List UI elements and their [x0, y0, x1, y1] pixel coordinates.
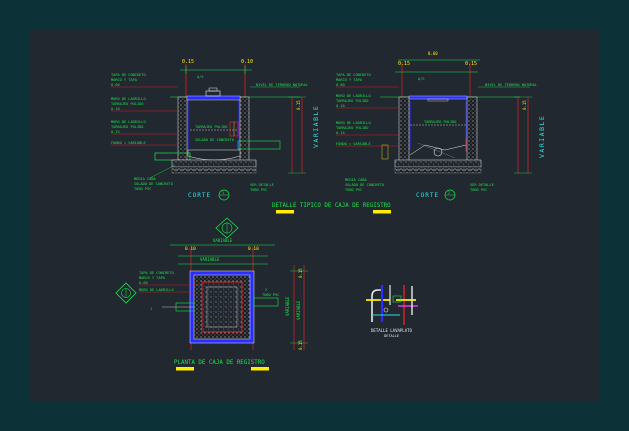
svg-text:TUBO PVC: TUBO PVC — [250, 188, 267, 192]
svg-text:MURO DE LADRILLO: MURO DE LADRILLO — [111, 120, 146, 124]
svg-text:0.15: 0.15 — [111, 130, 120, 134]
svg-text:0.15: 0.15 — [465, 61, 477, 67]
svg-text:TARRAJEO PULIDO: TARRAJEO PULIDO — [111, 125, 143, 129]
svg-text:FONDO = VARIABLE: FONDO = VARIABLE — [336, 142, 371, 146]
svg-text:VARIABLE: VARIABLE — [296, 300, 301, 320]
svg-text:MEDIA CAÑA: MEDIA CAÑA — [134, 176, 156, 181]
svg-text:MEDIA CAÑA: MEDIA CAÑA — [345, 177, 367, 182]
svg-text:0.10: 0.10 — [111, 107, 120, 111]
dim-top-left: 0.15 — [182, 59, 194, 65]
plan-view: VARIABLE 0.10 0.10 VARIABLE VARIABLE VAR… — [115, 217, 308, 350]
svg-text:0.15: 0.15 — [336, 131, 345, 135]
svg-text:MARCO Y TAPA: MARCO Y TAPA — [111, 78, 138, 82]
svg-text:VARIABLE: VARIABLE — [200, 257, 220, 262]
svg-text:0.10: 0.10 — [336, 104, 345, 108]
svg-text:A/S: A/S — [197, 75, 204, 79]
svg-text:VARIABLE: VARIABLE — [213, 238, 233, 243]
svg-text:SOLADO DE CONCRETO: SOLADO DE CONCRETO — [134, 182, 173, 186]
variable-label-right: VARIABLE — [538, 115, 546, 158]
svg-text:MURO DE LADRILLO: MURO DE LADRILLO — [336, 121, 371, 125]
svg-text:0.15: 0.15 — [298, 268, 303, 278]
svg-text:1: 1 — [150, 307, 152, 311]
svg-text:NIVEL DE TERRENO NATURAL: NIVEL DE TERRENO NATURAL — [256, 83, 308, 87]
svg-text:1: 1 — [222, 191, 224, 195]
section-right: 0.60 0.15 0.15 A/S VARIABLE 0.15 TAPA D — [336, 51, 546, 201]
svg-text:0.15: 0.15 — [296, 100, 301, 110]
section-left: 0.15 0.10 A/S VARIABLE 0.15 — [111, 59, 320, 201]
lavaplato-subtitle: DETALLE — [384, 334, 399, 338]
svg-text:TUBO PVC: TUBO PVC — [345, 188, 362, 192]
svg-text:0.15: 0.15 — [398, 61, 410, 67]
plan-title-block: PLANTA DE CAJA DE REGISTRO — [174, 360, 269, 371]
section-cut-icon — [115, 282, 137, 304]
svg-text:VER DETALLE: VER DETALLE — [250, 183, 274, 187]
svg-text:0.15: 0.15 — [298, 340, 303, 350]
svg-text:TAPA DE CONCRETO: TAPA DE CONCRETO — [111, 73, 146, 77]
svg-text:SOLADO DE CONCRETO: SOLADO DE CONCRETO — [345, 183, 384, 187]
svg-text:TAPA DE CONCRETO: TAPA DE CONCRETO — [336, 73, 371, 77]
lavaplato-detail: DETALLE LAVAPLATO DETALLE — [366, 285, 418, 338]
svg-text:MARCO Y TAPA: MARCO Y TAPA — [336, 78, 363, 82]
svg-text:MURO DE LADRILLO: MURO DE LADRILLO — [111, 97, 146, 101]
annotations-right: TAPA DE CONCRETO MARCO Y TAPA 0.60 MURO … — [336, 73, 537, 192]
drawing-sheet — [30, 29, 600, 401]
corte-label-right: CORTE — [416, 192, 439, 199]
lavaplato-title: DETALLE LAVAPLATO — [371, 328, 413, 333]
svg-text:TUBO PVC: TUBO PVC — [134, 187, 151, 191]
svg-text:A/S: A/S — [418, 77, 425, 81]
svg-text:0.60: 0.60 — [111, 83, 120, 87]
svg-text:FONDO = VARIABLE: FONDO = VARIABLE — [111, 141, 146, 145]
svg-text:MURO DE LADRILLO: MURO DE LADRILLO — [336, 94, 371, 98]
svg-text:VER DETALLE: VER DETALLE — [470, 183, 494, 187]
svg-text:MARCO Y TAPA: MARCO Y TAPA — [139, 276, 166, 280]
svg-text:NIVEL DE TERRENO NATURAL: NIVEL DE TERRENO NATURAL — [485, 83, 537, 87]
corte-label-left: CORTE — [188, 192, 211, 199]
svg-text:0.60: 0.60 — [139, 281, 148, 285]
svg-text:SOLADO DE CONCRETO: SOLADO DE CONCRETO — [195, 138, 234, 142]
svg-text:0.10: 0.10 — [185, 246, 196, 252]
detail-title: DETALLE TIPICO DE CAJA DE REGISTRO — [272, 203, 391, 209]
svg-text:0.10: 0.10 — [248, 246, 259, 252]
svg-text:TUBO PVC: TUBO PVC — [470, 188, 487, 192]
svg-text:TARRAJEO PULIDO: TARRAJEO PULIDO — [336, 126, 368, 130]
svg-text:TAPA DE CONCRETO: TAPA DE CONCRETO — [139, 271, 174, 275]
variable-label-left: VARIABLE — [312, 105, 320, 148]
svg-text:0.15: 0.15 — [522, 100, 527, 110]
svg-text:0.60: 0.60 — [428, 51, 438, 56]
svg-text:MURO DE LADRILLO: MURO DE LADRILLO — [139, 288, 174, 292]
annotations-left: TAPA DE CONCRETO MARCO Y TAPA 0.60 MURO … — [111, 73, 308, 192]
svg-text:2: 2 — [448, 191, 450, 195]
dim-top-right: 0.10 — [241, 59, 253, 65]
svg-text:2: 2 — [265, 288, 267, 292]
svg-text:0.60: 0.60 — [336, 83, 345, 87]
svg-text:TARRAJEO PULIDO: TARRAJEO PULIDO — [424, 120, 456, 124]
svg-text:VARIABLE: VARIABLE — [285, 296, 290, 316]
svg-text:TARRAJEO PULIDO: TARRAJEO PULIDO — [336, 99, 368, 103]
plan-title: PLANTA DE CAJA DE REGISTRO — [174, 360, 265, 366]
svg-text:TUBO PVC: TUBO PVC — [262, 293, 279, 297]
svg-text:TARRAJEO PULIDO: TARRAJEO PULIDO — [195, 125, 227, 129]
svg-text:TARRAJEO PULIDO: TARRAJEO PULIDO — [111, 102, 143, 106]
north-arrow-icon — [215, 217, 239, 239]
detail-title-block: DETALLE TIPICO DE CAJA DE REGISTRO — [272, 203, 391, 214]
